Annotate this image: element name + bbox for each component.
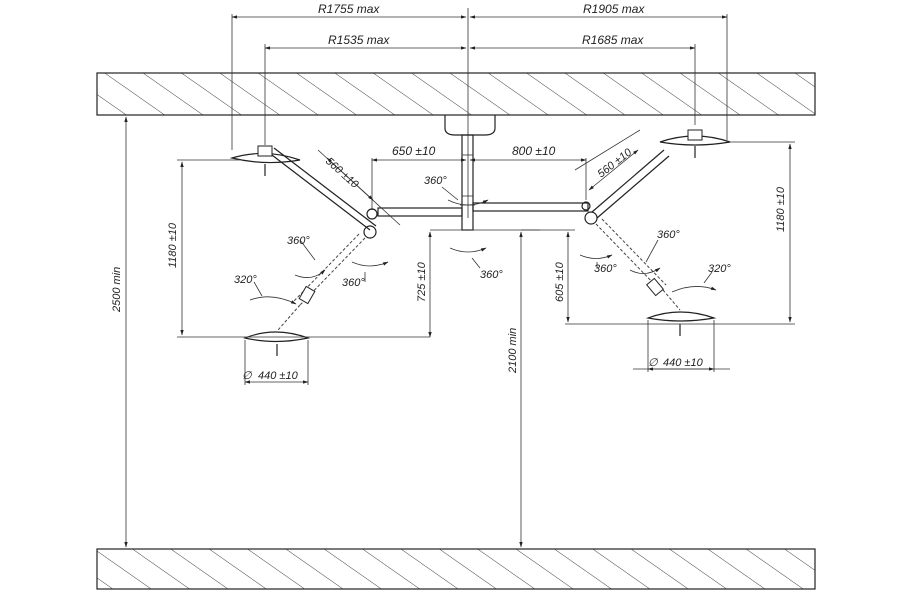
label-605: 605 ±10 — [554, 261, 566, 302]
diam-symbol-right: ∅ — [648, 357, 658, 369]
rot-right-joint: 360° — [594, 263, 617, 275]
label-2100: 2100 min — [507, 328, 519, 374]
ceiling-slab — [96, 72, 816, 116]
right-vertical-dims: 1180 ±10 605 ±10 ∅ 440 ±10 — [521, 141, 795, 372]
label-650: 650 ±10 — [392, 144, 436, 158]
left-lamp-lower — [243, 233, 366, 356]
horizontal-arms: 650 ±10 800 ±10 — [371, 144, 589, 217]
rot-right-head: 320° — [708, 263, 731, 275]
label-2500: 2500 min — [111, 267, 123, 313]
label-440-left: 440 ±10 — [258, 370, 299, 382]
rot-right-lower: 360° — [657, 229, 680, 241]
left-vertical-dims: 1180 ±10 725 ±10 ∅ 440 ±10 — [167, 159, 466, 385]
room-height-dims: 2500 min 2100 min — [111, 116, 540, 548]
rotation-indicators: 360° 360° 360° 360° 320° 360° 360° 320° — [234, 175, 731, 305]
right-lamp-head-upper — [659, 129, 731, 158]
rot-left-lower: 360° — [342, 277, 365, 289]
rot-center-top: 360° — [424, 175, 447, 187]
diam-symbol-left: ∅ — [242, 370, 252, 382]
rot-center-bottom: 360° — [480, 269, 503, 281]
label-r1535: R1535 max — [328, 33, 390, 47]
rot-left-head: 320° — [234, 274, 257, 286]
label-r1685: R1685 max — [582, 33, 644, 47]
label-r1905: R1905 max — [583, 2, 645, 16]
right-spring-arm: 560 ±10 — [574, 129, 670, 225]
label-440-right: 440 ±10 — [663, 357, 704, 369]
radius-dimensions: R1755 max R1905 max R1535 max R1685 max — [231, 2, 728, 218]
rot-left-joint: 360° — [287, 235, 310, 247]
label-560-left: 560 ±10 — [323, 155, 361, 191]
label-1180-left: 1180 ±10 — [167, 222, 179, 268]
label-725: 725 ±10 — [416, 261, 428, 302]
label-560-right: 560 ±10 — [595, 146, 634, 180]
left-lamp-head-upper — [229, 145, 301, 176]
right-lamp-lower — [595, 218, 717, 336]
label-800: 800 ±10 — [512, 144, 556, 158]
floor-slab — [96, 548, 816, 590]
ceiling-mount — [444, 115, 496, 231]
label-r1755: R1755 max — [318, 2, 380, 16]
label-1180-right: 1180 ±10 — [775, 186, 787, 232]
